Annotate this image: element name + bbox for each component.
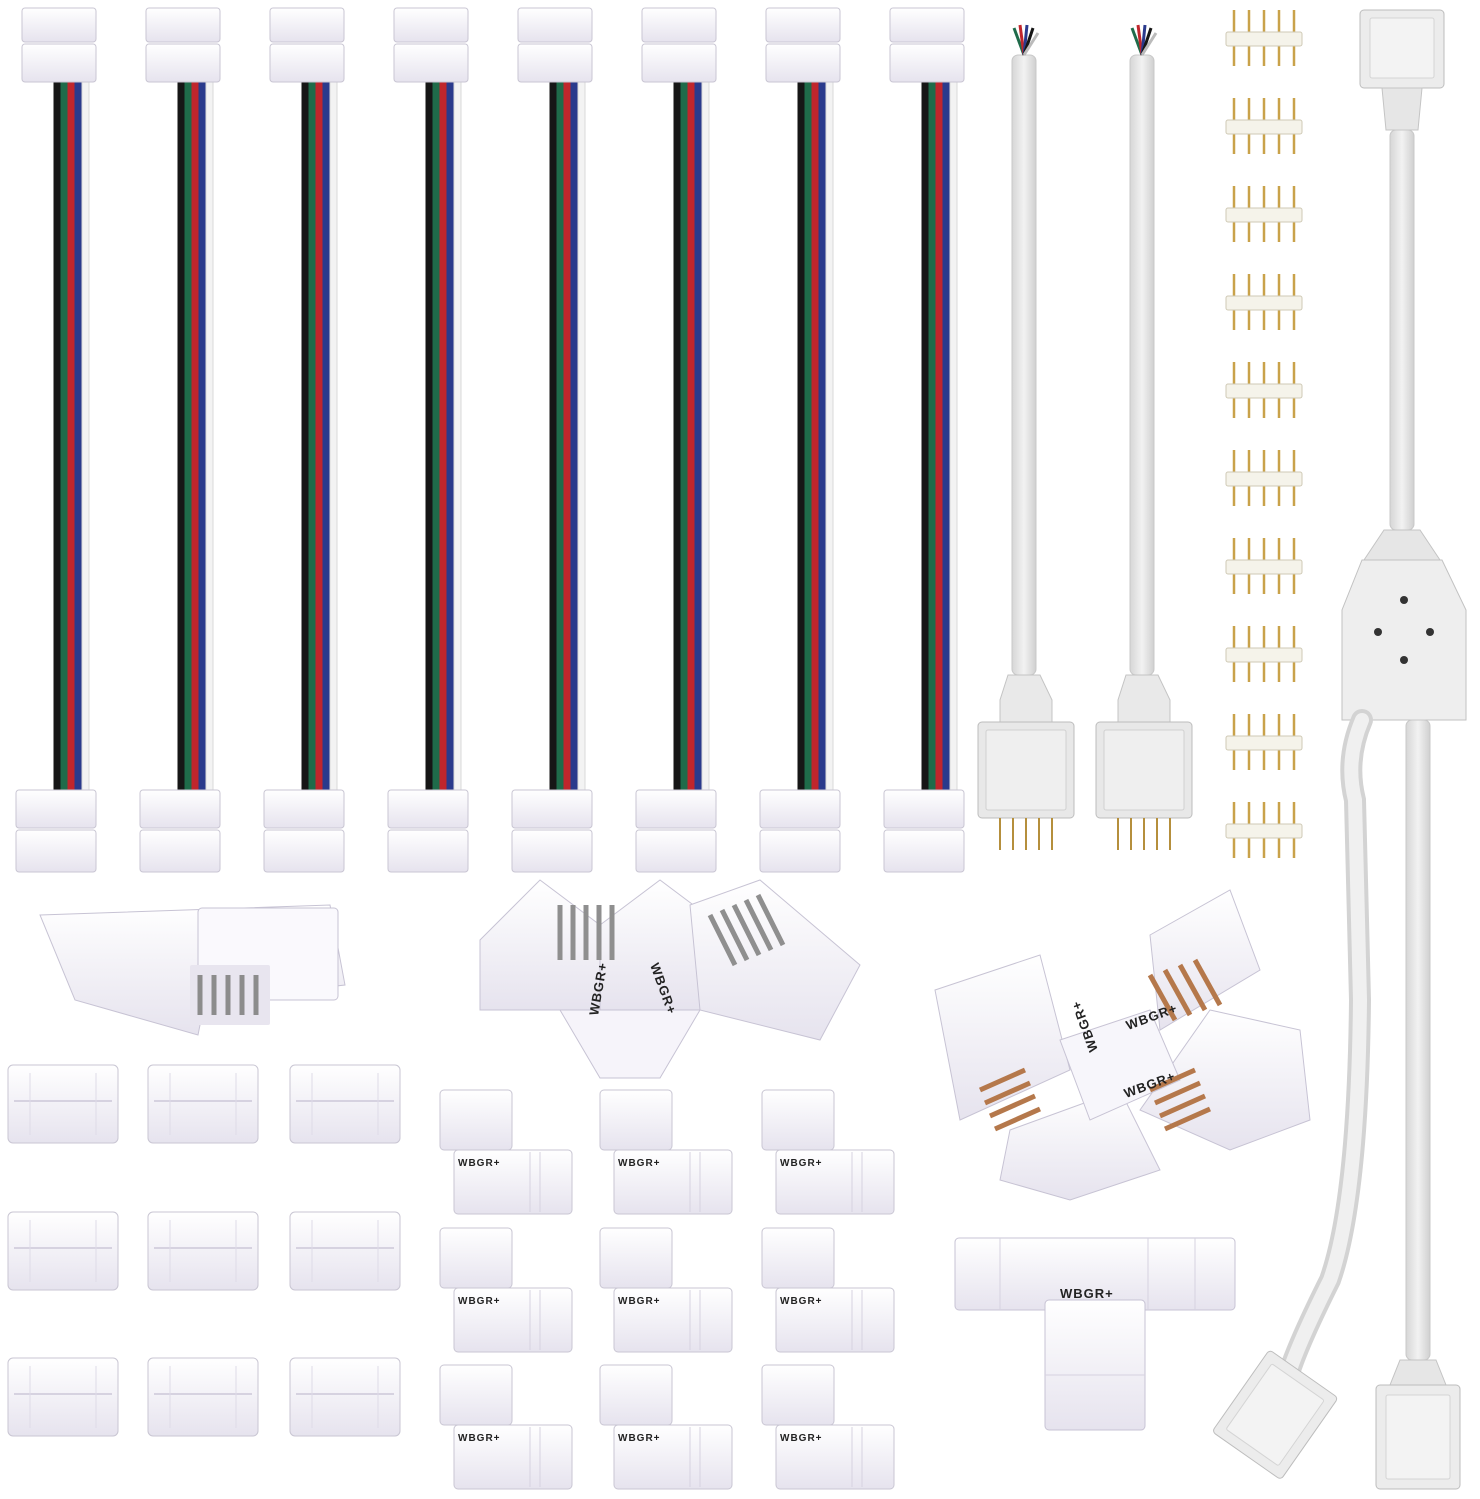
small-l-connector: WBGR+ <box>599 1227 733 1353</box>
straight-clip <box>7 1064 119 1144</box>
straight-clip <box>7 1357 119 1437</box>
small-l-connector: WBGR+ <box>439 1089 573 1215</box>
tee-print: WBGR+ <box>1060 1286 1114 1301</box>
pigtail-connector-right <box>1095 24 1193 850</box>
small-l-print: WBGR+ <box>618 1158 661 1169</box>
pin-header <box>1225 450 1303 506</box>
small-l-print: WBGR+ <box>458 1296 501 1307</box>
y-splitter-cable <box>1213 9 1467 1490</box>
small-l-print: WBGR+ <box>780 1433 823 1444</box>
jumper-cable <box>635 7 717 873</box>
jumper-cable <box>263 7 345 873</box>
l-shape-clip-connector <box>39 904 346 1036</box>
jumper-cable <box>387 7 469 873</box>
straight-clip <box>147 1064 259 1144</box>
jumper-cables <box>15 7 965 873</box>
jumper-cable <box>511 7 593 873</box>
small-l-connector: WBGR+ <box>761 1364 895 1490</box>
small-l-connector: WBGR+ <box>761 1227 895 1353</box>
pin-header <box>1225 186 1303 242</box>
jumper-cable <box>15 7 97 873</box>
t-connector: WBGR+ <box>954 1237 1236 1431</box>
straight-clip <box>289 1064 401 1144</box>
bare-wire-ends <box>1130 24 1158 56</box>
pin-header <box>1225 714 1303 770</box>
pin-header <box>1225 626 1303 682</box>
small-l-print: WBGR+ <box>458 1433 501 1444</box>
pin-header <box>1225 362 1303 418</box>
pin-header <box>1225 538 1303 594</box>
small-l-connector: WBGR+ <box>599 1364 733 1490</box>
pin-header <box>1225 274 1303 330</box>
small-l-connectors: WBGR+ WBGR+ WBGR+ WBGR+ WBGR+ WBGR+ WBGR+ WBGR+… <box>439 1089 895 1490</box>
jumper-cable <box>139 7 221 873</box>
pin-header <box>1225 802 1303 858</box>
small-l-connector: WBGR+ <box>439 1364 573 1490</box>
bare-wire-ends <box>1012 24 1040 56</box>
small-l-print: WBGR+ <box>458 1158 501 1169</box>
pin-header <box>1225 98 1303 154</box>
pin-header <box>1225 10 1303 66</box>
jumper-cable <box>883 7 965 873</box>
straight-clip <box>147 1211 259 1291</box>
small-l-connector: WBGR+ <box>599 1089 733 1215</box>
small-l-print: WBGR+ <box>780 1296 823 1307</box>
small-l-print: WBGR+ <box>618 1433 661 1444</box>
jumper-cable <box>759 7 841 873</box>
small-l-connector: WBGR+ <box>439 1227 573 1353</box>
straight-gapless-connectors <box>7 1064 401 1437</box>
small-l-connector: WBGR+ <box>761 1089 895 1215</box>
small-l-print: WBGR+ <box>618 1296 661 1307</box>
pigtail-connector-left <box>977 24 1075 850</box>
straight-clip <box>289 1357 401 1437</box>
straight-clip <box>289 1211 401 1291</box>
straight-clip <box>7 1211 119 1291</box>
pin-headers <box>1225 10 1303 858</box>
cross-connector: WBGR+ WBGR+ WBGR+ <box>934 889 1311 1201</box>
straight-clip <box>147 1357 259 1437</box>
small-l-print: WBGR+ <box>780 1158 823 1169</box>
corner-connector-pair: WBGR+ WBGR+ <box>479 879 861 1079</box>
